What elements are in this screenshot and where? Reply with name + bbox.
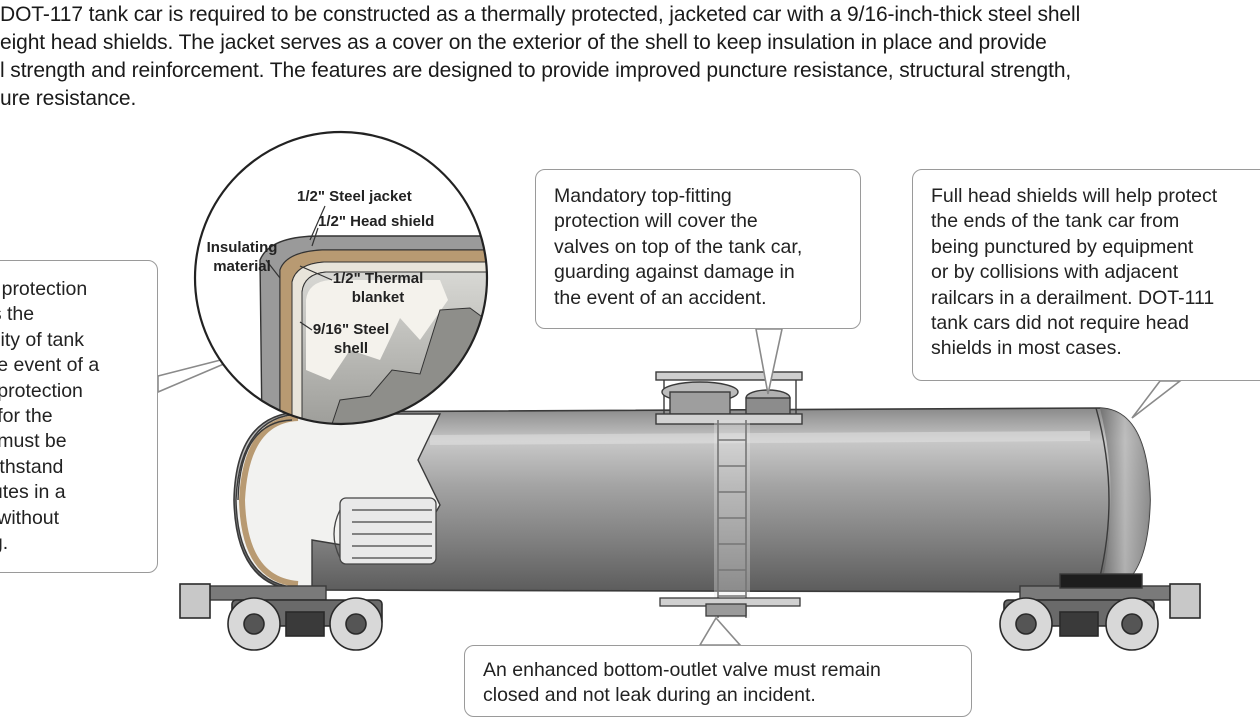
label-steel-shell-2: shell <box>333 340 369 357</box>
callout-top-fitting: Mandatory top-fitting protection will co… <box>535 169 861 329</box>
callout-line: e without <box>0 506 60 529</box>
cutaway-section <box>235 413 442 589</box>
label-thermal-blanket: blanket <box>351 289 405 306</box>
callout-line: bility of tank <box>0 328 84 351</box>
callout-line: ng. <box>0 532 9 555</box>
callout-line: protection will cover the <box>554 210 758 233</box>
callout-line: es the <box>0 303 35 326</box>
bottom-outlet-valve <box>659 597 801 617</box>
intro-line: eight head shields. The jacket serves as… <box>0 31 1047 54</box>
callout-line: the event of a <box>0 354 100 377</box>
label-steel-jacket: 1/2" Steel jacket <box>297 188 412 205</box>
callout-line: the event of an accident. <box>554 286 767 309</box>
callout-line: or by collisions with adjacent <box>931 261 1179 284</box>
callout-line: guarding against damage in <box>554 261 795 284</box>
heater-coil <box>333 497 437 565</box>
label-head-shield: 1/2" Head shield <box>318 213 435 230</box>
top-fittings <box>655 371 803 425</box>
ladder <box>714 420 750 618</box>
callout-line: tank cars did not require head <box>931 312 1189 335</box>
callout-line: closed and not leak during an incident. <box>483 684 816 706</box>
callout-line: al protection <box>0 278 88 300</box>
callout-line: being punctured by equipment <box>931 235 1194 258</box>
callout-line: nutes in a <box>0 481 66 504</box>
intro-line: DOT-117 tank car is required to be const… <box>0 3 1081 26</box>
left-truck <box>179 583 383 651</box>
tank-body <box>233 407 1151 593</box>
label-thermal: 1/2" Thermal <box>332 270 424 287</box>
callout-line: d for the <box>0 405 53 428</box>
callout-line: Mandatory top-fitting <box>554 185 732 207</box>
right-truck <box>999 583 1201 651</box>
callout-line: e protection <box>0 379 83 402</box>
intro-line: l strength and reinforcement. The featur… <box>0 59 1072 82</box>
label-insulating-material: material <box>213 258 271 275</box>
callout-line: shields in most cases. <box>931 337 1122 360</box>
underframe <box>195 573 1171 601</box>
callout-thermal-protection: al protection es the bility of tank the … <box>0 260 158 573</box>
callout-line: withstand <box>0 455 64 478</box>
intro-line: ure resistance. <box>0 87 137 110</box>
callout-bottom-outlet: An enhanced bottom-outlet valve must rem… <box>464 645 972 717</box>
callout-line: An enhanced bottom-outlet valve must rem… <box>483 659 881 681</box>
label-insulating: Insulating <box>206 239 278 256</box>
callout-head-shields: Full head shields will help protect the … <box>912 169 1260 381</box>
label-steel-shell: 9/16" Steel <box>312 321 390 338</box>
callout-line: railcars in a derailment. DOT-111 <box>931 286 1215 309</box>
callout-line: 7 must be <box>0 430 67 453</box>
callout-line: the ends of the tank car from <box>931 210 1180 233</box>
callout-line: valves on top of the tank car, <box>554 235 803 258</box>
callout-line: Full head shields will help protect <box>931 185 1218 207</box>
